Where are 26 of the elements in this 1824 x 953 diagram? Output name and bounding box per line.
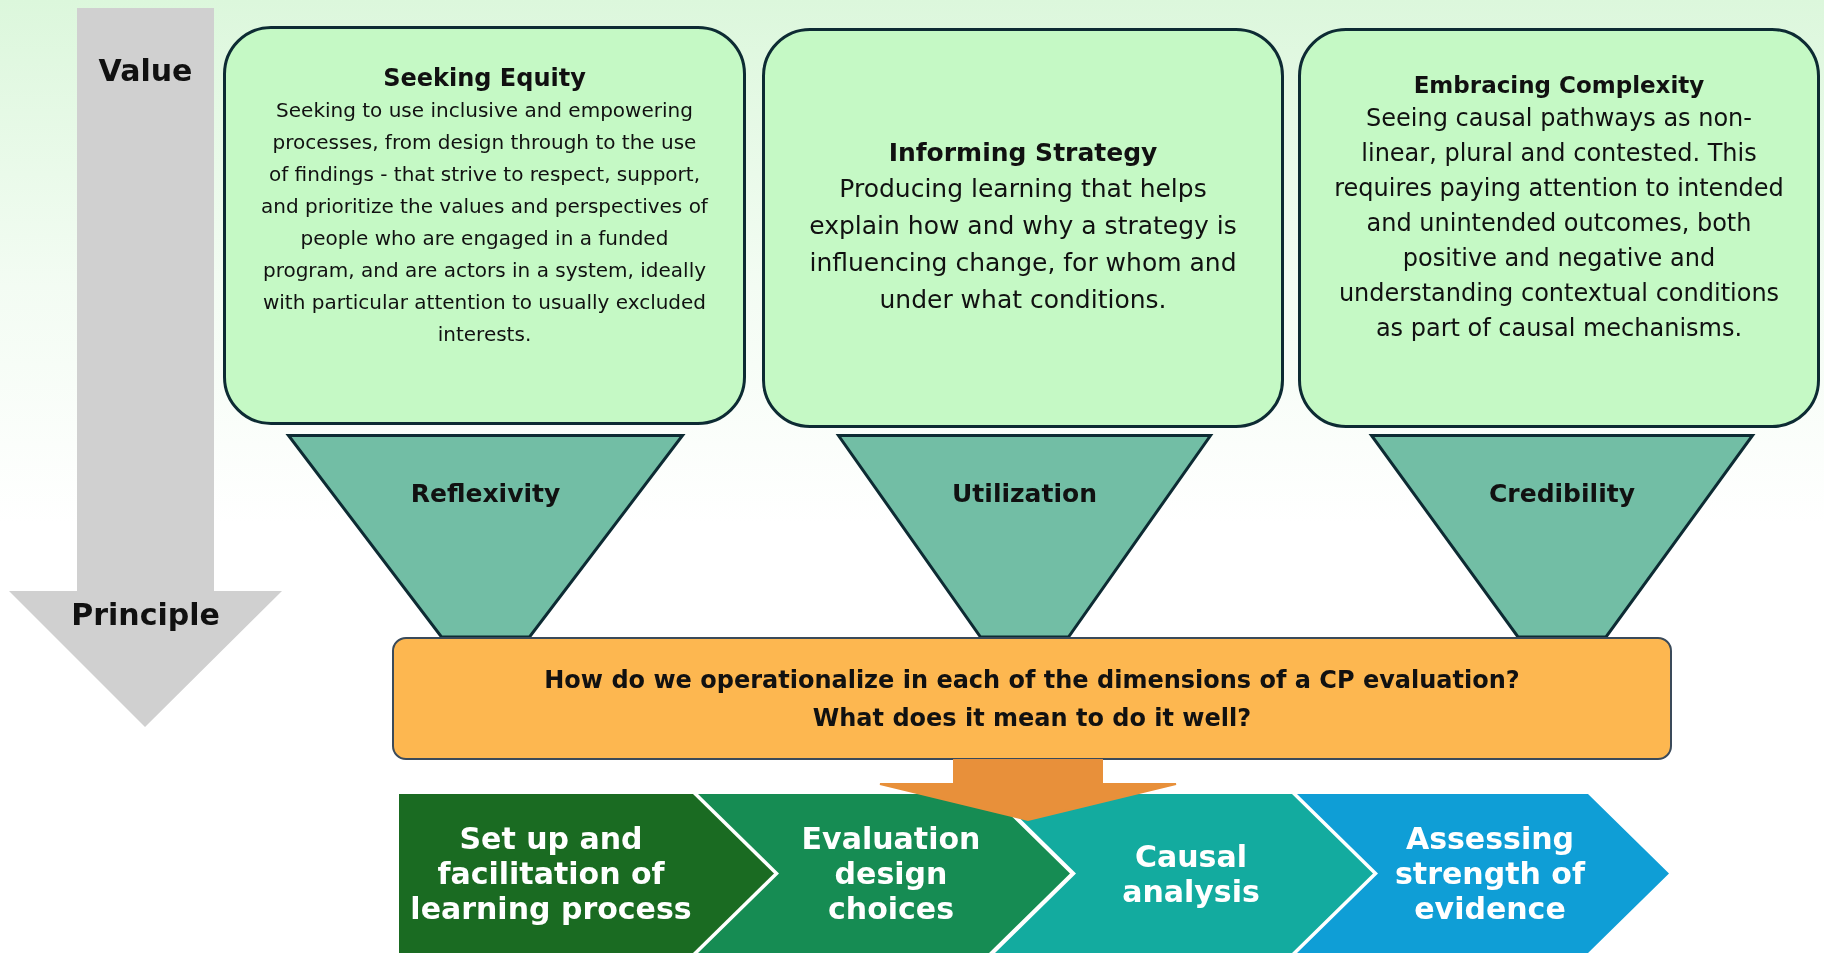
card-title: Seeking Equity bbox=[383, 63, 586, 94]
principle-triangle bbox=[837, 434, 1212, 637]
arrow-label: Principle bbox=[70, 600, 221, 630]
chevron-step bbox=[1297, 794, 1669, 953]
step-label: Assessing strength of evidence bbox=[1394, 820, 1587, 928]
question-banner bbox=[392, 637, 1672, 760]
card-title: Embracing Complexity bbox=[1413, 71, 1705, 100]
principle-label: Reflexivity bbox=[409, 481, 562, 506]
arrow-label: Value bbox=[97, 56, 194, 86]
card-title: Informing Strategy bbox=[888, 137, 1158, 169]
principle-label: Utilization bbox=[951, 481, 1098, 506]
card-description: Seeing causal pathways as non-linear, plural and contested. This requires paying attention to intended and unintended outcomes, both positive and negative and understanding contextual conditions as part of causal mechanisms. bbox=[1333, 102, 1785, 344]
card-description: Producing learning that helps explain how and why a strategy is influencing change, for whom and under what conditions. bbox=[808, 172, 1238, 316]
value-card bbox=[762, 28, 1284, 428]
question-text: How do we operationalize in each of the dimensions of a CP evaluation? bbox=[544, 664, 1520, 696]
step-label: Set up and facilitation of learning process bbox=[409, 820, 693, 928]
step-label: Causal analysis bbox=[1121, 837, 1261, 911]
card-description: Seeking to use inclusive and empowering processes, from design through to the use of findings - that strive to respect, support, and prioritize the values and perspectives of people who are engaged in a funded program, and are actors in a system, ideally with particular attention to usually excluded interests. bbox=[260, 97, 709, 349]
value-card bbox=[1298, 28, 1820, 428]
question-text: What does it mean to do it well? bbox=[812, 702, 1252, 734]
block-arrow bbox=[879, 759, 1177, 822]
value-card bbox=[223, 26, 746, 425]
principle-triangle bbox=[1370, 434, 1754, 637]
principle-triangle bbox=[287, 434, 684, 637]
principle-label: Credibility bbox=[1488, 481, 1636, 506]
step-label: Evaluation design choices bbox=[800, 820, 982, 928]
